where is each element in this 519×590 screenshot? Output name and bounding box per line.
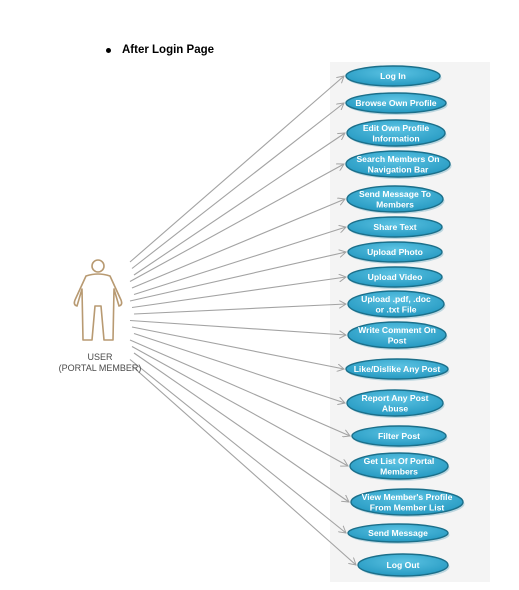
use-case-label: Search Members On	[356, 154, 439, 164]
association-arrow-share-text	[133, 227, 346, 296]
use-case-label: Share Text	[373, 222, 416, 232]
association-arrow-send-message-to-members	[131, 199, 345, 289]
association-arrow-browse-own-profile	[131, 103, 344, 269]
association-arrow-view-member-s-profile-from-member-list	[133, 352, 349, 502]
association-arrow-search-members-on-navigation-bar	[129, 164, 344, 282]
use-case-label: or .txt File	[375, 304, 416, 314]
association-arrow-upload-video	[131, 277, 346, 309]
actor-name: USER	[87, 352, 113, 362]
association-arrow-get-list-of-portal-members	[131, 346, 348, 467]
use-case-label: Abuse	[382, 403, 408, 413]
use-case-label: Members	[380, 466, 418, 476]
use-case-label: Upload Video	[368, 272, 423, 282]
use-case-label: Log Out	[387, 560, 420, 570]
page-heading: After Login Page	[106, 44, 214, 56]
use-case-upload-video: Upload Video	[347, 266, 444, 289]
use-case-label: Post	[388, 335, 407, 345]
use-case-label: Browse Own Profile	[355, 98, 436, 108]
use-case-label: Report Any Post	[361, 393, 428, 403]
association-arrow-edit-own-profile-information	[133, 133, 345, 276]
user-actor-icon	[73, 259, 123, 341]
association-arrow-log-in	[129, 76, 344, 263]
use-case-label: Like/Dislike Any Post	[354, 364, 441, 374]
association-arrows	[129, 76, 356, 565]
use-case-label: Send Message	[368, 528, 428, 538]
association-arrow-send-message	[129, 359, 346, 534]
use-case-label: Send Message To	[359, 189, 431, 199]
use-case-like-dislike-any-post: Like/Dislike Any Post	[345, 358, 450, 381]
use-case-label: Edit Own Profile	[363, 123, 430, 133]
use-case-label: Upload Photo	[367, 247, 423, 257]
use-case-label: Upload .pdf, .doc	[361, 294, 431, 304]
association-arrow-filter-post	[129, 339, 350, 436]
association-arrow-upload-photo	[129, 252, 346, 302]
use-case-label: From Member List	[370, 502, 445, 512]
use-case-log-in: Log In	[345, 65, 442, 88]
use-case-upload-photo: Upload Photo	[347, 241, 444, 264]
use-case-share-text: Share Text	[347, 216, 444, 239]
association-arrow-report-any-post-abuse	[133, 332, 345, 404]
use-case-log-out: Log Out	[357, 553, 450, 578]
association-arrow-like-dislike-any-post	[131, 326, 344, 369]
use-case-label: Navigation Bar	[368, 164, 429, 174]
use-case-label: Information	[372, 133, 419, 143]
use-case-label: View Member's Profile	[362, 492, 453, 502]
use-case-label: Filter Post	[378, 431, 420, 441]
use-case-send-message: Send Message	[347, 523, 450, 544]
use-case-label: Get List Of Portal	[364, 456, 435, 466]
use-case-label: Log In	[380, 71, 406, 81]
use-case-filter-post: Filter Post	[351, 425, 448, 448]
association-arrow-write-comment-on-post	[129, 319, 346, 336]
use-case-label: Write Comment On	[358, 325, 436, 335]
actor-role: (PORTAL MEMBER)	[58, 363, 142, 373]
bullet-icon	[106, 47, 111, 53]
association-arrow-upload-pdf-doc-or-txt-file	[133, 304, 346, 315]
association-arrow-log-out	[131, 365, 356, 565]
use-case-label: Members	[376, 199, 414, 209]
heading-text: After Login Page	[122, 44, 215, 56]
use-case-browse-own-profile: Browse Own Profile	[345, 92, 448, 115]
